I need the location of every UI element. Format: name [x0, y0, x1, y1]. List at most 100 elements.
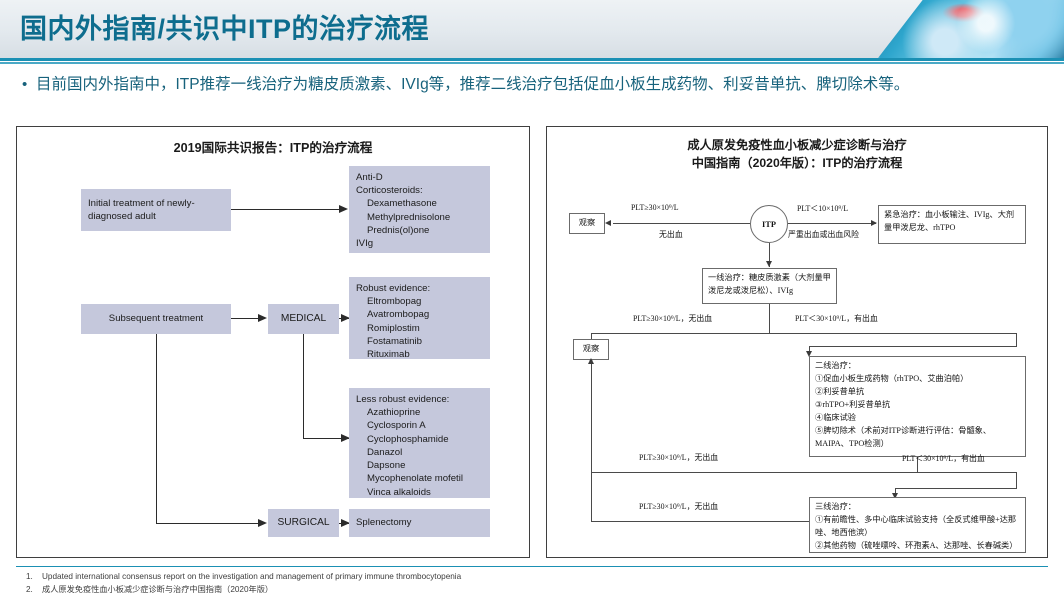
node-medical: MEDICAL — [268, 304, 339, 334]
edge-to-secondline-v — [809, 346, 810, 354]
reference-item: 1. Updated international consensus repor… — [16, 570, 1048, 583]
arrowhead-initial-to-firstline — [339, 205, 348, 213]
edge-bottom-left-v — [591, 472, 592, 522]
secondline-item: ⑤脾切除术（术前对ITP诊断进行评估：骨髓象、MAIPA、TPO检测） — [815, 425, 992, 448]
edge-bottom-left-h — [591, 521, 809, 522]
thirdline-head: 三线治疗： — [815, 502, 856, 511]
robust-item: Rituximab — [367, 349, 410, 361]
right-panel-title: 成人原发免疫性血小板减少症诊断与治疗 中国指南（2020年版）：ITP的治疗流程 — [547, 127, 1047, 172]
firstline-antid: Anti-D — [356, 172, 383, 183]
footer-divider — [16, 566, 1048, 568]
label-plt-ge30-mid: PLT≥30×10⁹/L，无出血 — [633, 314, 713, 323]
edge-initial-to-firstline — [231, 209, 341, 211]
right-panel-title-line1: 成人原发免疫性血小板减少症诊断与治疗 — [687, 138, 907, 152]
edge-secondline-down — [917, 457, 918, 473]
reference-text: Updated international consensus report o… — [42, 572, 462, 581]
robust-item: Eltrombopag — [367, 296, 422, 308]
robust-head: Robust evidence: — [356, 283, 431, 294]
footer-references: 1. Updated international consensus repor… — [16, 570, 1048, 597]
robust-item: Avatrombopag — [367, 309, 430, 321]
edge-subsequent-to-surgical — [156, 523, 260, 525]
right-flowchart: ITP 观察 PLT≥30×10⁹/L 无出血 PLT＜10×10⁹/L 严重出… — [547, 127, 1049, 559]
lessrobust-item: Cyclosporin A — [367, 420, 426, 432]
label-severe-bleeding-risk: 严重出血或出血风险 — [788, 230, 860, 239]
lessrobust-item: Azathioprine — [367, 407, 421, 419]
edge-medical-down — [303, 334, 305, 439]
edge-secondline-split — [591, 472, 1016, 473]
robust-item: Romiplostim — [367, 322, 420, 334]
summary-bullet: • 目前国内外指南中，ITP推荐一线治疗为糖皮质激素、IVIg等，推荐二线治疗包… — [22, 72, 1042, 97]
firstline-item: Dexamethasone — [367, 198, 437, 210]
node-second-line-treatment: 二线治疗： ①促血小板生成药物（rhTPO、艾曲泊帕） ②利妥昔单抗 ③rhTP… — [809, 356, 1026, 457]
arrowhead-subsequent-to-surgical — [258, 519, 267, 527]
robust-item: Fostamatinib — [367, 335, 422, 347]
label-plt-lt30-mid: PLT＜30×10⁹/L，有出血 — [795, 314, 878, 323]
arrowhead-surgical-to-splenectomy — [341, 519, 350, 527]
edge-itp-to-observe-top — [613, 223, 750, 224]
arrowhead-medical-to-robust — [341, 314, 350, 322]
secondline-item: ①促血小板生成药物（rhTPO、艾曲泊帕） — [815, 373, 969, 383]
label-plt-ge30-lower-b: PLT≥30×10⁹/L，无出血 — [639, 502, 719, 511]
node-third-line-treatment: 三线治疗： ①有前瞻性、多中心临床试验支持（全反式维甲酸+达那唑、地西他滨） ②… — [809, 497, 1026, 553]
edge-lower-right-down — [1016, 472, 1017, 489]
node-robust-evidence: Robust evidence: Eltrombopag Avatrombopa… — [349, 277, 490, 361]
edge-firstline-down — [769, 304, 770, 334]
edge-mid-right-down — [1016, 333, 1017, 347]
lessrobust-item: Danazol — [367, 446, 403, 458]
node-observe-mid: 观察 — [573, 339, 609, 360]
label-plt-ge30-lower-a: PLT≥30×10⁹/L，无出血 — [639, 453, 719, 462]
firstline-item: Prednis(ol)one — [367, 224, 430, 236]
left-panel-2019-consensus: 2019国际共识报告：ITP的治疗流程 Initial treatment of… — [16, 126, 530, 558]
node-first-line-treatment: 一线治疗：糖皮质激素（大剂量甲泼尼龙或泼尼松）、IVIg — [702, 268, 837, 304]
node-less-robust-evidence: Less robust evidence: Azathioprine Cyclo… — [349, 388, 490, 498]
node-itp: ITP — [750, 205, 788, 243]
right-panel-china-guideline: 成人原发免疫性血小板减少症诊断与治疗 中国指南（2020年版）：ITP的治疗流程… — [546, 126, 1048, 558]
bullet-marker-icon: • — [22, 76, 28, 93]
edge-subsequent-to-medical — [231, 318, 260, 320]
arrowhead-itp-to-emergency — [871, 220, 877, 226]
header-rule-primary — [0, 58, 1064, 61]
edge-itp-to-emergency — [788, 223, 876, 224]
label-no-bleeding-top: 无出血 — [659, 230, 683, 239]
edge-lower-left-up — [591, 360, 592, 472]
edge-itp-down — [769, 243, 770, 267]
arrowhead-to-thirdline — [892, 493, 898, 499]
thirdline-item: ①有前瞻性、多中心临床试验支持（全反式维甲酸+达那唑、地西他滨） — [815, 514, 1017, 537]
lessrobust-item: Dapsone — [367, 460, 406, 472]
edge-to-secondline-h — [809, 346, 1017, 347]
secondline-head: 二线治疗： — [815, 361, 856, 370]
firstline-cortico-label: Corticosteroids: — [356, 185, 423, 197]
edge-medical-to-lessrobust — [303, 438, 350, 440]
bullet-text: 目前国内外指南中，ITP推荐一线治疗为糖皮质激素、IVIg等，推荐二线治疗包括促… — [36, 76, 910, 93]
reference-number: 1. — [26, 572, 33, 581]
lessrobust-head: Less robust evidence: — [356, 394, 450, 405]
node-emergency-treatment: 紧急治疗：血小板输注、IVIg、大剂量甲泼尼龙、rhTPO — [878, 205, 1026, 244]
lessrobust-item: Vinca alkaloids — [367, 486, 431, 498]
slide-header: 国内外指南/共识中ITP的治疗流程 — [0, 0, 1064, 58]
node-surgical: SURGICAL — [268, 509, 339, 537]
arrowhead-itp-to-observe-top — [605, 220, 611, 226]
edge-subsequent-down — [156, 334, 158, 524]
label-plt-lt30-lower: PLT＜30×10⁹/L，有出血 — [902, 454, 985, 463]
left-flowchart: Initial treatment of newly-diagnosed adu… — [17, 127, 531, 559]
edge-to-thirdline-h — [895, 488, 1017, 489]
node-firstline-options: Anti-D Corticosteroids: Dexamethasone Me… — [349, 166, 490, 253]
node-splenectomy: Splenectomy — [349, 509, 490, 537]
edge-firstline-split — [591, 333, 1016, 334]
firstline-ivig: IVIg — [356, 238, 374, 250]
secondline-item: ④临床试验 — [815, 412, 856, 422]
label-plt-lt10-top: PLT＜10×10⁹/L — [797, 204, 849, 213]
label-plt-ge30-no-bleed-top: PLT≥30×10⁹/L — [631, 203, 679, 212]
thirdline-item: ②其他药物（硫唑嘌呤、环孢素A、达那唑、长春碱类） — [815, 540, 1018, 550]
secondline-item: ③rhTPO+利妥昔单抗 — [815, 399, 891, 409]
reference-text: 成人原发免疫性血小板减少症诊断与治疗中国指南（2020年版） — [42, 585, 274, 595]
lessrobust-item: Cyclophosphamide — [367, 433, 449, 445]
secondline-item: ②利妥昔单抗 — [815, 386, 865, 396]
reference-item: 2. 成人原发免疫性血小板减少症诊断与治疗中国指南（2020年版） — [16, 583, 1048, 596]
lessrobust-item: Mycophenolate mofetil — [367, 473, 463, 485]
right-panel-title-line2: 中国指南（2020年版）：ITP的治疗流程 — [691, 155, 903, 170]
arrowhead-to-secondline — [806, 351, 812, 357]
edge-to-thirdline-v — [895, 488, 896, 497]
node-observe-top: 观察 — [569, 213, 605, 234]
